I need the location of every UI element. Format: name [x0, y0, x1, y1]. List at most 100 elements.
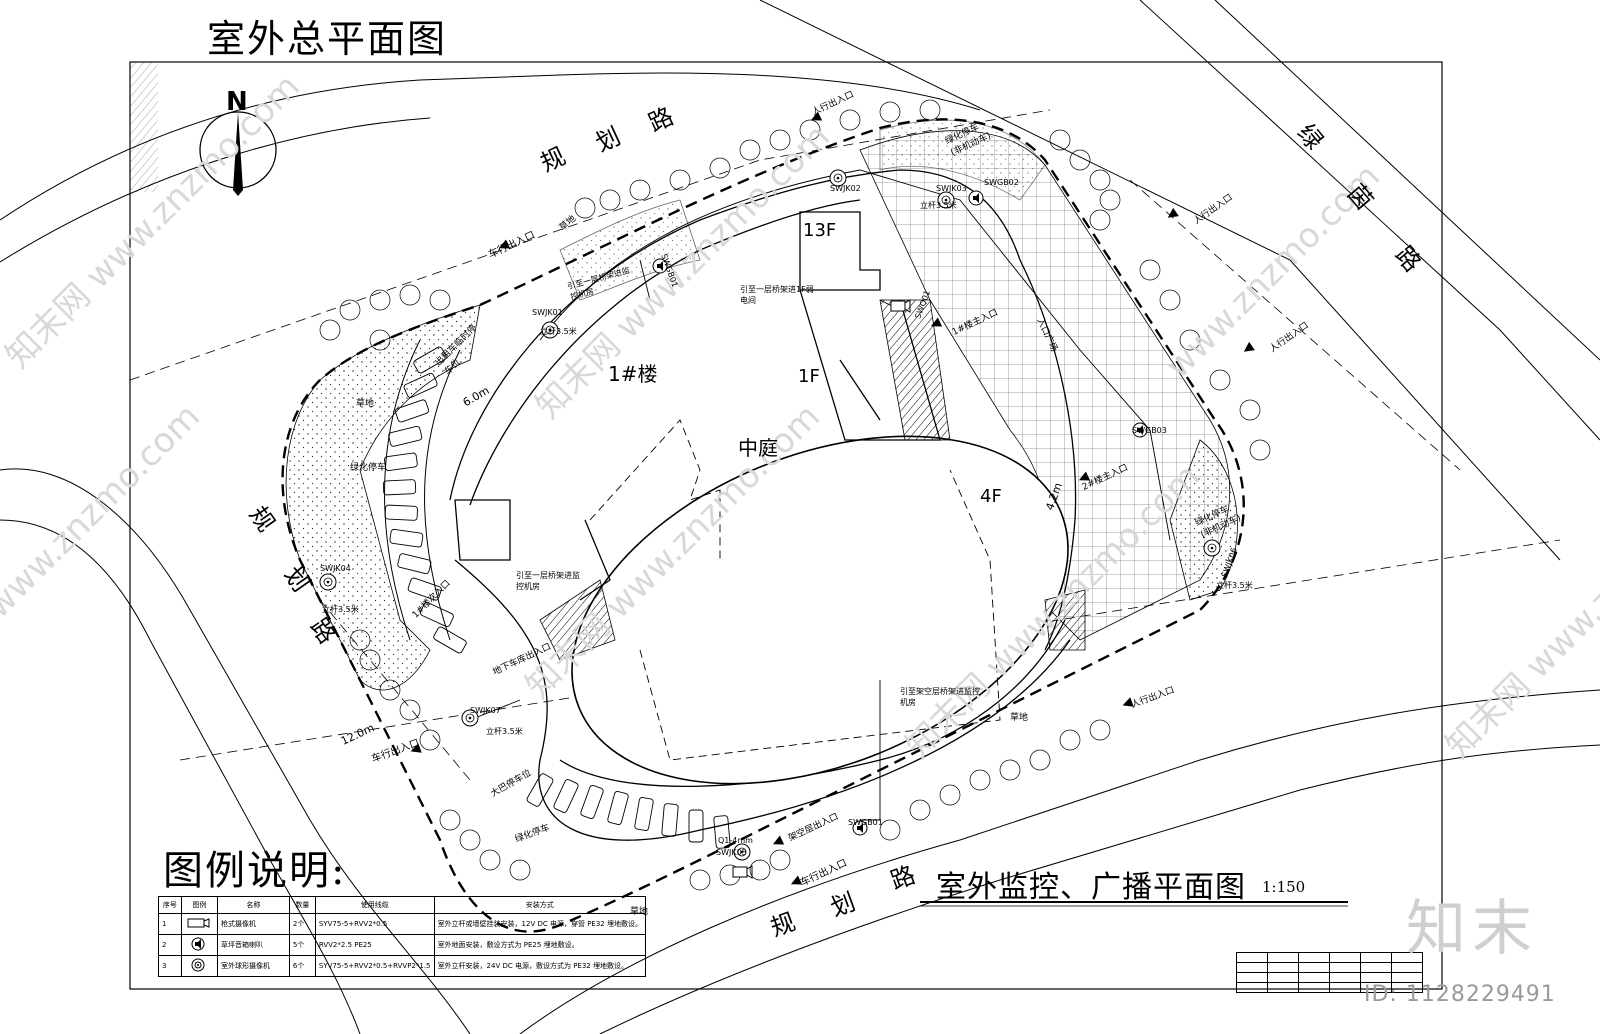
tree-symbol [1179, 329, 1201, 351]
table-row: 1 枪式摄像机 2个 SYV75-5+RVV2*0.5 室外立杆或墙壁挂装安装，… [158, 913, 647, 935]
tree-symbol [1089, 169, 1111, 191]
north-arrow: N [199, 87, 277, 196]
legend-cell: 5个 [288, 934, 316, 956]
parking-space [407, 577, 442, 601]
parking-space [389, 528, 424, 548]
green-parking-left: 绿化停车 [350, 463, 387, 473]
legend-cell: 2个 [288, 913, 316, 935]
lawn-speaker-icon [852, 820, 868, 836]
floor-4-label: 4F [980, 486, 1002, 507]
building-1-label: 1#楼 [608, 362, 658, 386]
drawing-frame [129, 61, 1443, 990]
note-mid: 引至一层桥架进1F弱电间 [740, 285, 814, 305]
dome-camera-icon [937, 191, 955, 209]
entrance-arrow-icon [1078, 471, 1091, 481]
cars-left [382, 346, 467, 654]
trees [319, 99, 1271, 891]
tree-symbol [879, 101, 901, 123]
tree-symbol [429, 289, 451, 311]
device-swjk02: SWJK02 [830, 184, 861, 193]
legend-symbol-cell [180, 934, 218, 956]
north-label: N [226, 87, 248, 117]
dome-camera-icon [319, 573, 337, 591]
legend-cell: 6个 [288, 955, 316, 977]
legend-cell: 1 [158, 913, 182, 935]
tree-symbol [319, 319, 341, 341]
tree-symbol [349, 629, 371, 651]
tree-symbol [749, 859, 771, 881]
parking-space [688, 809, 704, 843]
entrance-arrow-icon [410, 743, 422, 753]
tree-symbol [399, 284, 421, 306]
pole-label-4: 立杆3.5米 [1216, 581, 1253, 590]
plan-title: 室外监控、广播平面图 [936, 870, 1246, 905]
tree-symbol [1239, 399, 1261, 421]
parking-space [403, 372, 438, 398]
dome-camera-icon [541, 321, 559, 339]
tree-symbol [669, 169, 691, 191]
lawn-speaker-icon [968, 190, 984, 206]
entrance-arrow-icon [1243, 341, 1255, 352]
legend-cell: 2 [158, 934, 182, 956]
tree-symbol [1139, 259, 1161, 281]
tree-symbol [909, 799, 931, 821]
entrance-arrow-icon [772, 835, 785, 845]
legend-cell: SYV75-5+RVV2*0.5+RVVP2*1.5 [314, 955, 435, 977]
tree-symbol [339, 299, 361, 321]
legend-header-row: 序号 图例 名称 数量 使用线缆 安装方式 [158, 896, 647, 914]
watermark-brand: 知末 [1406, 894, 1538, 964]
tree-symbol [999, 759, 1021, 781]
parking-space [433, 626, 467, 654]
legend-cell: 草坪音箱喇叭 [216, 934, 290, 956]
tree-symbol [509, 859, 531, 881]
tree-symbol [1029, 749, 1051, 771]
parking-space [526, 773, 554, 807]
legend-header: 序号 [158, 896, 182, 914]
tree-symbol [969, 769, 991, 791]
device-swgb03: SWGB03 [1132, 426, 1167, 435]
bullet-camera-icon [732, 865, 753, 879]
legend-table: 序号 图例 名称 数量 使用线缆 安装方式 1 枪式摄像机 2个 SYV75-5… [158, 896, 647, 977]
tree-symbol [1249, 439, 1271, 461]
tree-symbol [1099, 189, 1121, 211]
lawn-bottom-right: 草地 [1010, 713, 1029, 723]
building-outline [449, 169, 1077, 841]
legend-header: 名称 [216, 896, 290, 914]
floor-1-label: 1F [798, 366, 820, 387]
parking-space [580, 784, 604, 820]
parking-space [634, 797, 654, 831]
legend-title: 图例说明: [163, 848, 347, 894]
tree-symbol [769, 129, 791, 151]
tree-symbol [359, 649, 381, 671]
tree-symbol [1089, 209, 1111, 231]
tree-symbol [369, 329, 391, 351]
bullet-camera-icon [187, 918, 210, 928]
lawn-speaker-icon [191, 937, 205, 951]
tree-symbol [629, 179, 651, 201]
legend-cell: 室外球形摄像机 [216, 955, 290, 977]
bullet-camera-icon [890, 299, 911, 313]
courtyard-ellipse [571, 435, 1069, 785]
device-symbols [319, 111, 1255, 885]
svg-text:知末网 www.znzmo.com: 知末网 www.znzmo.com [1438, 457, 1600, 767]
parking-space [382, 479, 417, 496]
tree-symbol [479, 849, 501, 871]
device-swjk01: SWJK01 [532, 308, 563, 317]
parking-space [394, 399, 430, 423]
legend-cell: 枪式摄像机 [216, 913, 290, 935]
pole-label-3: 立杆3.5米 [486, 727, 523, 736]
frame-hatch [130, 62, 158, 192]
legend-symbol-cell [180, 955, 218, 977]
entrance-arrow-icon [1167, 207, 1179, 218]
parking-space [607, 790, 629, 826]
legend-cell: 室外立杆或墙壁挂装安装，12V DC 电源，穿管 PE32 埋地敷设。 [433, 913, 647, 935]
pole-label-2: 立杆3.5米 [322, 605, 359, 614]
legend-header: 安装方式 [433, 896, 647, 914]
tree-symbol [1209, 369, 1231, 391]
tree-symbol [709, 157, 731, 179]
tree-symbol [1069, 149, 1091, 171]
footprints [589, 419, 1001, 761]
tree-symbol [439, 809, 461, 831]
legend-cell: SYV75-5+RVV2*0.5 [314, 913, 435, 935]
